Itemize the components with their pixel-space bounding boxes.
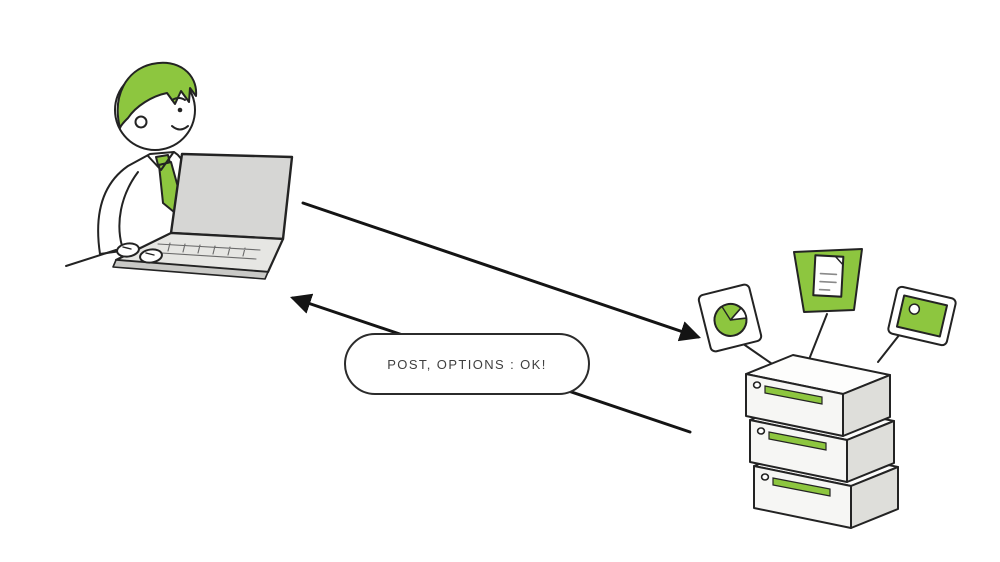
person-at-laptop-icon bbox=[65, 61, 294, 280]
request-arrow bbox=[301, 201, 701, 342]
person-eye bbox=[177, 107, 183, 113]
message-bubble-label: POST, OPTIONS : OK! bbox=[387, 356, 547, 372]
message-bubble: POST, OPTIONS : OK! bbox=[344, 333, 590, 395]
person-ear bbox=[134, 115, 148, 129]
person-eyebrow bbox=[171, 97, 186, 101]
desk-line bbox=[65, 249, 117, 267]
server-stack-icon bbox=[697, 248, 957, 529]
laptop-base-edge bbox=[112, 259, 269, 280]
laptop-keys bbox=[145, 242, 261, 260]
person-arm bbox=[118, 171, 139, 247]
pie-chart-document-icon bbox=[697, 283, 763, 353]
person-hands bbox=[116, 242, 163, 264]
shirt-collar bbox=[147, 152, 174, 171]
person-smile bbox=[171, 125, 189, 131]
text-document-icon bbox=[793, 248, 863, 313]
laptop-screen bbox=[169, 152, 294, 241]
image-document-icon bbox=[887, 285, 957, 347]
person-hair bbox=[116, 61, 198, 129]
